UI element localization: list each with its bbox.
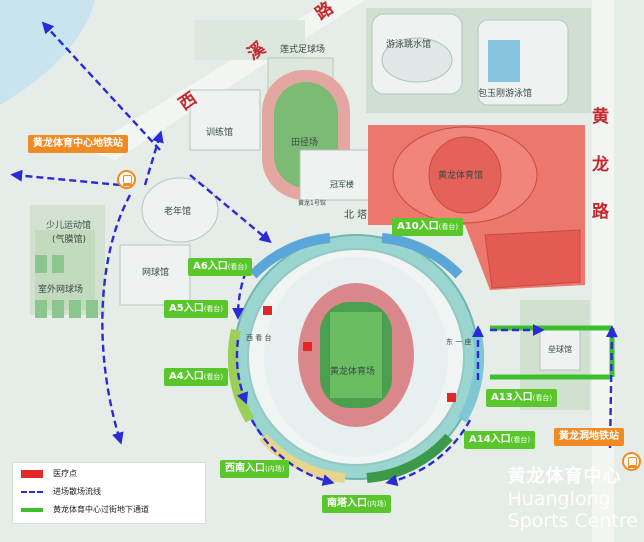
gate-a6-sub: (看台) (227, 263, 248, 271)
gate-a10-main: A10入口 (397, 221, 439, 232)
medical-point (263, 306, 272, 315)
watermark: 黄龙体育中心 Huanglong Sports Centre (508, 466, 638, 532)
legend-flow: 进场散场流线 (53, 487, 101, 496)
gate-a13-main: A13入口 (491, 392, 533, 403)
label-bingqiu-hall: 垒球馆 (548, 344, 572, 354)
gate-a5-sub: (看台) (203, 305, 224, 313)
legend-medical: 医疗点 (53, 469, 77, 478)
huanglong-road (592, 0, 614, 542)
medical-legend-swatch (21, 470, 43, 478)
label-champion-building: 冠军楼 (330, 179, 354, 189)
gate-a13-sub: (看台) (532, 394, 553, 402)
gate-southwest-sub: (内场) (265, 465, 285, 473)
metro-icon (117, 170, 136, 189)
gate-a6: A6入口(看台) (188, 258, 253, 276)
label-outdoor-tennis: 室外网球场 (38, 283, 83, 295)
gate-a5-main: A5入口 (169, 303, 204, 314)
label-football: 莲式足球场 (280, 43, 325, 55)
gate-a6-main: A6入口 (193, 261, 228, 272)
baoyugang-pool (477, 19, 569, 106)
swimming-diving-hall (371, 13, 463, 95)
legend-underpass: 黄龙体育中心过街地下通道 (53, 505, 149, 514)
underpass-legend-swatch (21, 508, 43, 512)
label-main-stadium: 黄龙体育场 (330, 365, 375, 377)
label-track-field: 田径场 (291, 136, 318, 148)
metro-icon (622, 452, 641, 471)
flow-legend-swatch (21, 491, 43, 493)
gate-a4-main: A4入口 (169, 371, 204, 382)
watermark-cn: 黄龙体育中心 (507, 466, 622, 487)
gate-a10-sub: (看台) (438, 223, 459, 231)
map-legend: 医疗点 进场散场流线 黄龙体育中心过街地下通道 (12, 462, 206, 524)
station-huanglong-center: 黄龙体育中心地铁站 (28, 135, 128, 153)
watermark-en-1: Huanglong (507, 488, 611, 510)
label-baoyugang-pool: 包玉刚游泳馆 (478, 87, 532, 99)
east-road-char-3: 路 (592, 201, 610, 222)
label-elder-center: 老年馆 (164, 205, 191, 217)
station-huanglong-dong: 黄龙洞地铁站 (554, 428, 624, 446)
medical-point (447, 393, 456, 402)
east-road-char-2: 龙 (591, 154, 609, 175)
label-gate-1: 黄龙1号馆 (298, 199, 326, 207)
gate-a4: A4入口(看台) (164, 368, 229, 386)
gate-a4-sub: (看台) (203, 373, 224, 381)
gate-a5: A5入口(看台) (164, 300, 229, 318)
gate-south-tower-sub: (内场) (367, 500, 387, 508)
label-children-sports: 少儿运动馆 (46, 219, 91, 231)
label-tennis-hall: 网球馆 (142, 266, 169, 278)
east-road-char-1: 黄 (592, 106, 609, 127)
walking-routes (10, 21, 618, 487)
label-training-hall: 训练馆 (206, 126, 233, 138)
label-swimming-diving: 游泳跳水馆 (386, 38, 431, 50)
gate-southwest: 西南入口(内场) (220, 460, 290, 478)
river (0, 0, 95, 105)
gate-a14-main: A14入口 (469, 434, 511, 445)
gate-a14: A14入口(看台) (464, 431, 536, 449)
gate-south-tower: 南塔入口(内场) (322, 495, 392, 513)
gate-a14-sub: (看台) (510, 436, 531, 444)
label-west-stand: 西 看 台 (246, 333, 271, 342)
tennis-hall (119, 244, 191, 306)
label-east-block: 东 一 座 (446, 337, 471, 346)
elder-center (141, 177, 219, 243)
outdoor-tennis-courts (35, 255, 98, 318)
label-huanglong-gym: 黄龙体育馆 (438, 169, 483, 181)
training-hall (189, 89, 261, 151)
gate-a10: A10入口(看台) (392, 218, 464, 236)
gate-southwest-main: 西南入口 (225, 463, 265, 474)
label-north-tower: 北 塔 (344, 208, 367, 221)
label-children-sports-sub: (气膜馆) (52, 233, 86, 245)
medical-point (303, 342, 312, 351)
watermark-en-2: Sports Centre (507, 510, 638, 532)
gate-south-tower-main: 南塔入口 (327, 498, 367, 509)
main-stadium (233, 234, 479, 480)
gate-a13: A13入口(看台) (486, 389, 558, 407)
